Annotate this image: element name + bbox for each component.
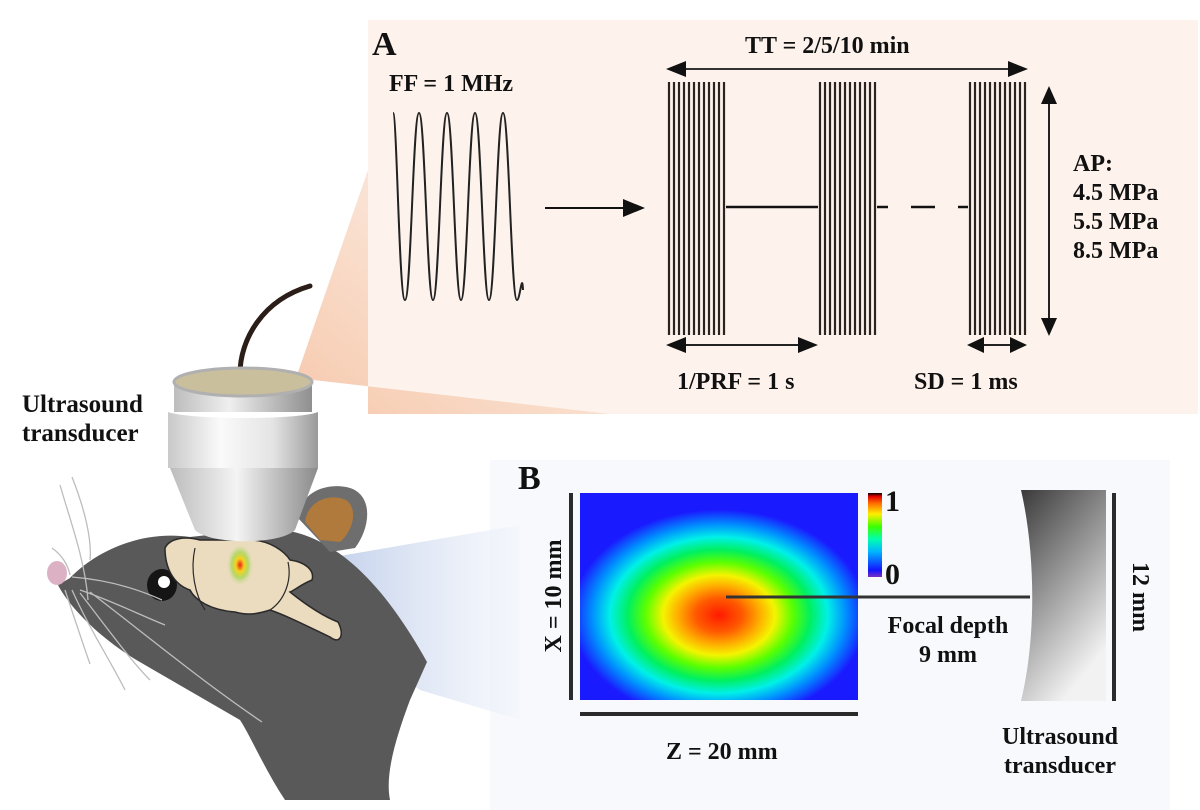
carrier-waveform [392, 111, 524, 302]
colorbar [868, 493, 882, 577]
right-transducer-label-line2: transducer [1004, 753, 1116, 779]
ap-value: 8.5 MPa [1073, 238, 1159, 264]
zoom-cone-a [296, 170, 610, 414]
colorbar-min-label: 0 [885, 558, 900, 591]
aperture-label: 12 mm [1127, 562, 1153, 632]
right-transducer-label-line1: Ultrasound [1001, 724, 1119, 750]
carrier-frequency-label: FF = 1 MHz [389, 71, 514, 97]
colorbar-max-label: 1 [885, 485, 900, 518]
transducer-illustration [168, 283, 318, 542]
x-dimension-label: X = 10 mm [541, 539, 567, 653]
mouse-illustration [47, 476, 427, 800]
panel-a-letter: A [372, 26, 397, 63]
focal-depth-label: Focal depth 9 mm [868, 612, 1028, 670]
sd-arrow [967, 337, 1027, 353]
ap-title: AP: [1073, 151, 1113, 177]
right-transducer-label: Ultrasound transducer [970, 723, 1150, 781]
panel-a-background [368, 20, 1198, 414]
left-transducer-label: Ultrasound transducer [22, 390, 143, 448]
pulse-burst-3 [968, 82, 1027, 335]
transform-arrow [545, 199, 645, 217]
transducer-element [1021, 490, 1106, 701]
sonication-duration-label: SD = 1 ms [914, 369, 1018, 395]
acoustic-pressure-block: AP: 4.5 MPa 5.5 MPa 8.5 MPa [1073, 150, 1158, 266]
pulse-burst-1 [667, 82, 726, 335]
focal-depth-label-line1: Focal depth [887, 613, 1009, 639]
panel-b-letter: B [518, 460, 541, 497]
left-transducer-label-line1: Ultrasound [22, 391, 143, 418]
prf-arrow [666, 337, 818, 353]
amplitude-arrow [1041, 86, 1057, 336]
focal-depth-label-line2: 9 mm [919, 642, 977, 668]
total-time-arrow [666, 61, 1028, 77]
prf-label: 1/PRF = 1 s [677, 369, 795, 395]
left-transducer-label-line2: transducer [22, 420, 139, 447]
total-time-label: TT = 2/5/10 min [745, 33, 910, 59]
ap-value: 4.5 MPa [1073, 180, 1159, 206]
z-dimension-label: Z = 20 mm [666, 739, 778, 765]
pulse-burst-2 [818, 82, 877, 335]
ap-value: 5.5 MPa [1073, 209, 1159, 235]
